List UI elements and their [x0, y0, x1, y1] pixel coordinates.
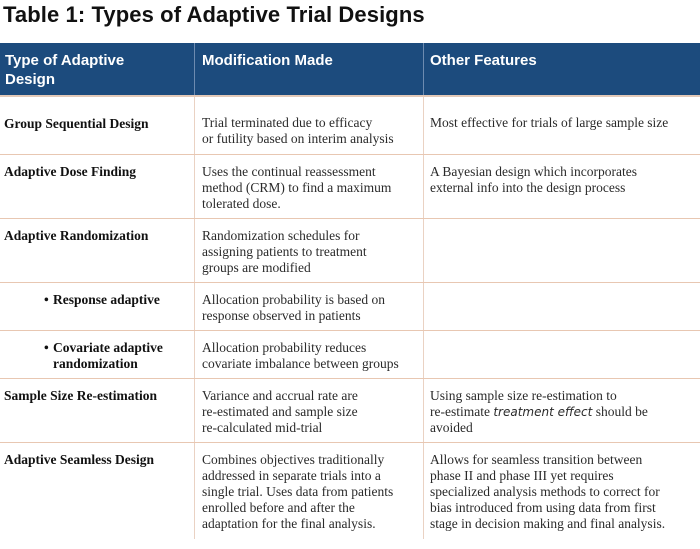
row-type: Group Sequential Design [0, 97, 194, 154]
sub-item-text: Covariate adaptive randomization [53, 340, 163, 372]
table-row: Adaptive Seamless Design Combines object… [0, 443, 700, 539]
sub-item: • Response adaptive [44, 292, 194, 308]
row-type-line: Adaptive Seamless Design [4, 452, 155, 467]
row-modification-line: addressed in separate trials into a [202, 468, 381, 483]
header-type-line1: Type of Adaptive [5, 52, 125, 69]
row-type-line: Adaptive Dose Finding [4, 164, 137, 179]
row-modification-line: re-estimated and sample size [202, 404, 358, 419]
row-features [423, 219, 700, 282]
header-features: Other Features [423, 43, 700, 95]
row-modification-line: or futility based on interim analysis [202, 131, 394, 146]
row-modification-line: Trial terminated due to efficacy [202, 115, 373, 130]
row-features-line: Allows for seamless transition between [430, 452, 643, 467]
row-type: • Response adaptive [0, 283, 194, 330]
row-modification-line: assigning patients to treatment [202, 244, 367, 259]
row-features-line: phase II and phase III yet requires [430, 468, 614, 483]
table-row: • Response adaptive Allocation probabili… [0, 283, 700, 331]
row-features: Allows for seamless transition between p… [423, 443, 700, 539]
table-row: Sample Size Re-estimation Variance and a… [0, 379, 700, 443]
header-modification: Modification Made [194, 43, 423, 95]
table-row: Adaptive Dose Finding Uses the continual… [0, 155, 700, 219]
row-type-line: Group Sequential Design [4, 116, 149, 131]
row-modification-line: single trial. Uses data from patients [202, 484, 394, 499]
bullet-icon: • [44, 340, 49, 355]
features-text: should be [592, 404, 648, 419]
row-type: Adaptive Randomization [0, 219, 194, 282]
row-features-line: avoided [430, 420, 473, 435]
row-features [423, 283, 700, 330]
row-features-line: bias introduced from using data from fir… [430, 500, 656, 515]
row-modification-line: Combines objectives traditionally [202, 452, 385, 467]
row-modification-line: Variance and accrual rate are [202, 388, 358, 403]
row-type-line: Adaptive Randomization [4, 228, 149, 243]
row-features: Most effective for trials of large sampl… [423, 97, 700, 154]
row-features-line: re-estimate treatment effect should be [430, 404, 696, 420]
row-type: Adaptive Dose Finding [0, 155, 194, 218]
bullet-icon: • [44, 292, 49, 307]
row-modification-line: Uses the continual reassessment [202, 164, 376, 179]
row-type: • Covariate adaptive randomization [0, 331, 194, 378]
row-features [423, 331, 700, 378]
table-row: • Covariate adaptive randomization Alloc… [0, 331, 700, 379]
row-features-line: stage in decision making and final analy… [430, 516, 666, 531]
row-modification-line: Allocation probability is based on [202, 292, 385, 307]
row-modification-line: adaptation for the final analysis. [202, 516, 376, 531]
row-features-line: A Bayesian design which incorporates [430, 164, 637, 179]
row-modification-line: tolerated dose. [202, 196, 281, 211]
row-modification-line: covariate imbalance between groups [202, 356, 399, 371]
table-header: Type of Adaptive Design Modification Mad… [0, 43, 700, 97]
row-features-line: Most effective for trials of large sampl… [430, 115, 669, 130]
row-type-line: Response adaptive [53, 292, 160, 307]
row-modification-line: Randomization schedules for [202, 228, 360, 243]
row-type: Adaptive Seamless Design [0, 443, 194, 539]
row-type: Sample Size Re-estimation [0, 379, 194, 442]
row-modification: Allocation probability is based on respo… [194, 283, 423, 330]
row-features: Using sample size re-estimation to re-es… [423, 379, 700, 442]
row-modification: Trial terminated due to efficacy or futi… [194, 97, 423, 154]
row-type-line: Sample Size Re-estimation [4, 388, 157, 403]
table-row: Group Sequential Design Trial terminated… [0, 97, 700, 155]
row-features-line: Using sample size re-estimation to [430, 388, 617, 403]
row-modification-line: enrolled before and after the [202, 500, 355, 515]
features-text: re-estimate [430, 404, 494, 419]
row-modification: Variance and accrual rate are re-estimat… [194, 379, 423, 442]
row-modification-line: response observed in patients [202, 308, 361, 323]
table-title: Table 1: Types of Adaptive Trial Designs [3, 2, 425, 27]
row-modification: Uses the continual reassessment method (… [194, 155, 423, 218]
adaptive-designs-table: Type of Adaptive Design Modification Mad… [0, 43, 700, 539]
header-type-line2: Design [5, 71, 56, 88]
sub-item: • Covariate adaptive randomization [44, 340, 194, 372]
table-row: Adaptive Randomization Randomization sch… [0, 219, 700, 283]
row-modification-line: Allocation probability reduces [202, 340, 367, 355]
row-modification-line: method (CRM) to find a maximum [202, 180, 392, 195]
row-type-line: Covariate adaptive [53, 340, 163, 355]
emphasis-text: treatment effect [493, 405, 593, 419]
row-modification: Combines objectives traditionally addres… [194, 443, 423, 539]
row-modification-line: re-calculated mid-trial [202, 420, 323, 435]
row-type-line: randomization [53, 356, 138, 371]
row-modification-line: groups are modified [202, 260, 311, 275]
row-modification: Allocation probability reduces covariate… [194, 331, 423, 378]
row-features-line: specialized analysis methods to correct … [430, 484, 660, 499]
header-type: Type of Adaptive Design [0, 43, 194, 95]
row-modification: Randomization schedules for assigning pa… [194, 219, 423, 282]
row-features-line: external info into the design process [430, 180, 626, 195]
row-features: A Bayesian design which incorporates ext… [423, 155, 700, 218]
